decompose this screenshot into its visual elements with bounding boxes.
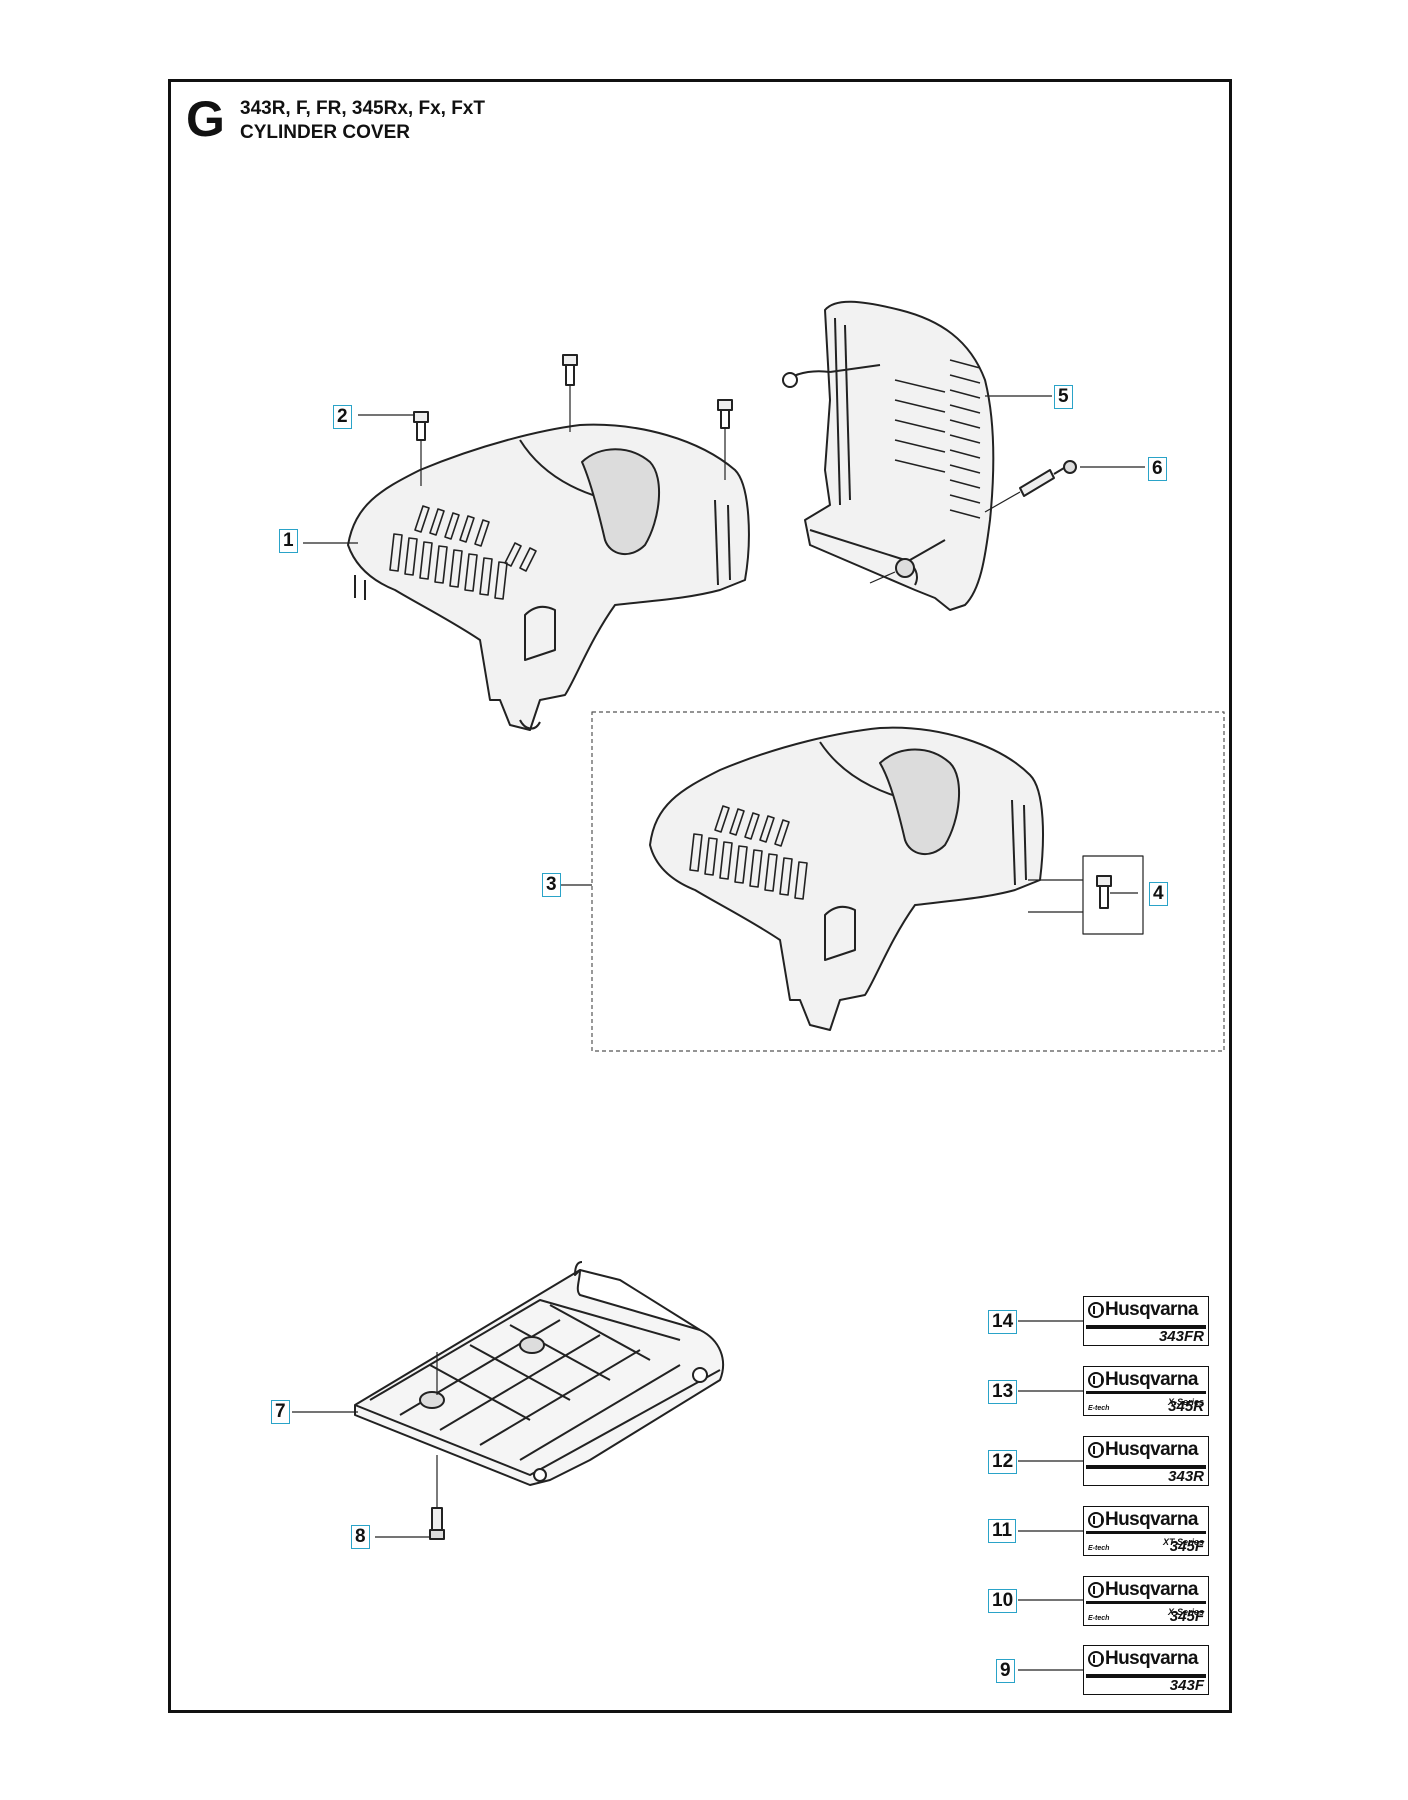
part-label-2: 2 [333, 405, 352, 429]
part-label-4: 4 [1149, 882, 1168, 906]
part-label-5: 5 [1054, 385, 1073, 409]
part-label-11: 11 [988, 1519, 1017, 1543]
part-label-6: 6 [1148, 457, 1167, 481]
bottom-cover-part-7 [354, 1261, 725, 1486]
screw-part-6 [1019, 460, 1077, 497]
section-letter: G [186, 91, 225, 147]
part-label-7: 7 [271, 1400, 290, 1424]
part-label-1: 1 [279, 529, 298, 553]
part-label-10: 10 [988, 1589, 1018, 1613]
decal-343fr: Husqvarna 343FR [1083, 1296, 1209, 1346]
decal-343r: Husqvarna 343R [1083, 1436, 1209, 1486]
husqvarna-logo-icon [1088, 1651, 1104, 1667]
husqvarna-logo-icon [1088, 1512, 1104, 1528]
husqvarna-logo-icon [1088, 1442, 1104, 1458]
part-label-8: 8 [351, 1525, 370, 1549]
part-label-14: 14 [988, 1310, 1018, 1334]
screw-part-8 [429, 1507, 445, 1540]
husqvarna-logo-icon [1088, 1302, 1104, 1318]
part-label-13: 13 [988, 1380, 1018, 1404]
decal-345f-x: Husqvarna X-Series E-tech 345F [1083, 1576, 1209, 1626]
rear-housing-part-5 [782, 300, 995, 611]
model-list: 343R, F, FR, 345Rx, Fx, FxT [240, 98, 485, 119]
husqvarna-logo-icon [1088, 1372, 1104, 1388]
decal-345f-xt: Husqvarna XT-Series E-tech 345F [1083, 1506, 1209, 1556]
cylinder-cover-part-1 [347, 423, 750, 731]
part-label-3: 3 [542, 873, 561, 897]
diagram-frame [168, 79, 1232, 1713]
part-label-9: 9 [996, 1659, 1015, 1683]
diagram-title: CYLINDER COVER [240, 122, 410, 143]
husqvarna-logo-icon [1088, 1582, 1104, 1598]
screw-part-4 [1096, 875, 1112, 909]
part-label-12: 12 [988, 1450, 1018, 1474]
decal-345r: Husqvarna X-Series E-tech 345R [1083, 1366, 1209, 1416]
decal-343f: Husqvarna 343F [1083, 1645, 1209, 1695]
cover-assembly-part-3 [649, 726, 1044, 1031]
